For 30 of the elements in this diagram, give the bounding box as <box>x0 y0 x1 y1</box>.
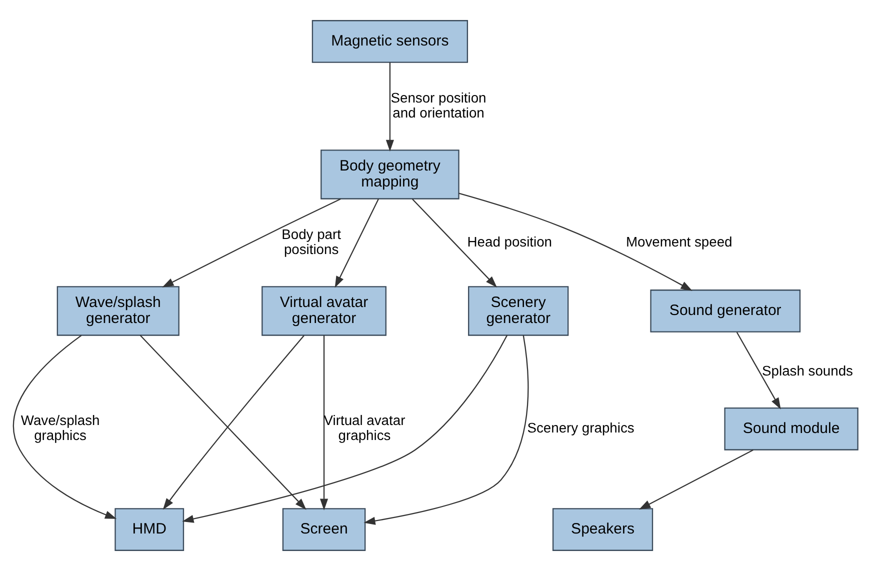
node-box: Body geometry mapping <box>320 150 460 200</box>
node-box: Wave/splash generator <box>56 286 180 336</box>
edge-label: Head position <box>467 233 552 250</box>
node-box: Virtual avatar generator <box>262 286 386 336</box>
node-box: Screen <box>282 508 366 551</box>
arrow <box>182 334 508 523</box>
node-box: Speakers <box>552 508 654 551</box>
arrow <box>162 198 341 288</box>
node-box: HMD <box>114 508 184 551</box>
arrow <box>458 192 692 291</box>
node-box: Scenery generator <box>468 286 569 336</box>
arrow <box>162 335 304 510</box>
node-box: Sound generator <box>650 290 801 332</box>
edge-label: Body part positions <box>282 226 341 257</box>
arrow <box>386 62 394 152</box>
edge-label: Splash sounds <box>762 362 853 378</box>
arrow <box>320 335 328 510</box>
edge-label: Sensor position and orientation <box>390 89 486 120</box>
arrow <box>736 332 781 410</box>
arrow <box>639 449 754 510</box>
edge-label: Wave/splash graphics <box>20 412 100 444</box>
arrow <box>364 335 529 525</box>
arrow <box>334 198 379 288</box>
arrow <box>412 198 497 288</box>
node-box: Magnetic sensors <box>312 20 468 63</box>
arrow <box>12 334 117 519</box>
edge-label: Movement speed <box>626 233 732 250</box>
node-box: Sound module <box>724 408 858 450</box>
arrow <box>140 334 306 510</box>
edge-label: Scenery graphics <box>527 420 634 436</box>
